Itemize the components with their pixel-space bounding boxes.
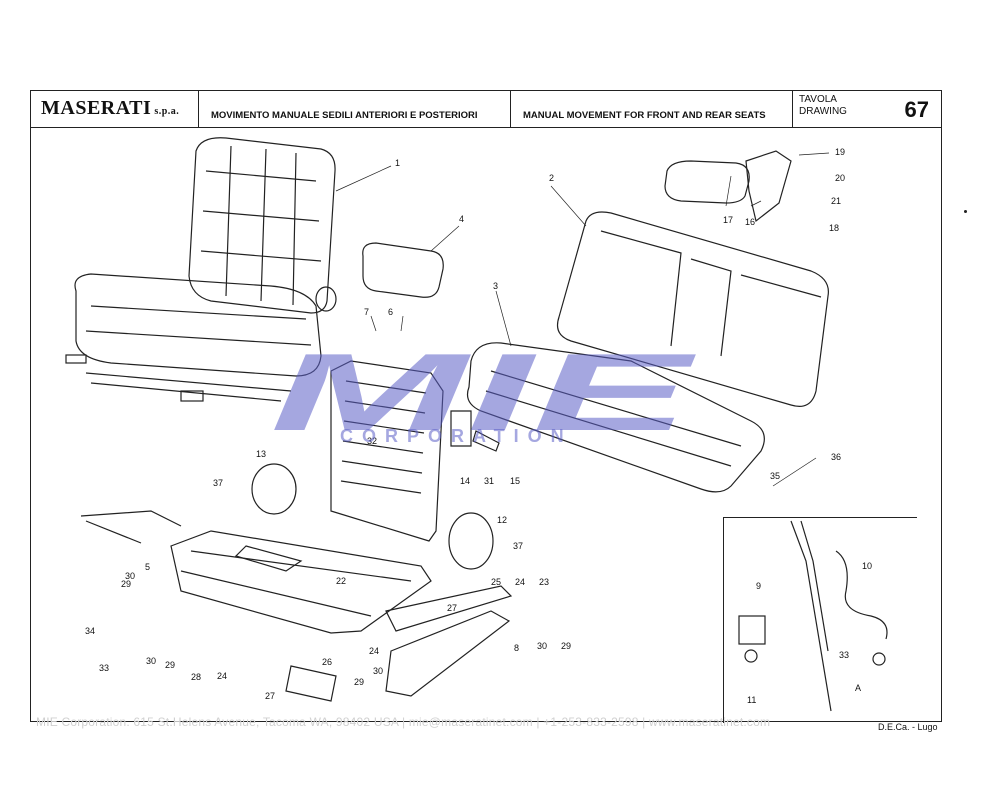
callout-17: 17 bbox=[723, 215, 733, 225]
callout-11: 11 bbox=[747, 695, 756, 705]
brand-name: MASERATI bbox=[41, 97, 152, 119]
callout-24-b: 24 bbox=[369, 646, 379, 656]
callout-29-d: 29 bbox=[354, 677, 364, 687]
callout-30-c: 30 bbox=[537, 641, 547, 651]
rail-parts-drawing bbox=[80, 410, 513, 702]
drawing-number: 67 bbox=[904, 97, 929, 122]
callout-29-b: 29 bbox=[165, 660, 175, 670]
callout-6: 6 bbox=[388, 307, 393, 317]
title-it-cell: MOVIMENTO MANUALE SEDILI ANTERIORI E POS… bbox=[199, 91, 511, 127]
callout-37-a: 37 bbox=[213, 478, 223, 488]
armrest-drawing bbox=[664, 150, 792, 223]
stray-mark bbox=[964, 210, 967, 213]
callout-25: 25 bbox=[491, 577, 501, 587]
exploded-parts-diagram: 1 2 3 4 5 6 7 8 9 10 11 12 13 14 15 16 1… bbox=[65, 137, 888, 712]
brand-suffix: s.p.a. bbox=[154, 106, 180, 117]
seat-frame-drawing bbox=[170, 360, 494, 634]
callout-7: 7 bbox=[364, 307, 369, 317]
callout-33-b: 33 bbox=[839, 650, 849, 660]
inset-detail-frame bbox=[723, 517, 917, 723]
callout-21: 21 bbox=[831, 196, 841, 206]
title-italian: MOVIMENTO MANUALE SEDILI ANTERIORI E POS… bbox=[211, 110, 478, 121]
callout-27-a: 27 bbox=[447, 603, 457, 613]
title-english: MANUAL MOVEMENT FOR FRONT AND REAR SEATS bbox=[523, 110, 766, 121]
drawing-cell: TAVOLA DRAWING 67 bbox=[793, 91, 943, 127]
callout-9: 9 bbox=[756, 581, 761, 591]
callout-29-c: 29 bbox=[561, 641, 571, 651]
callout-30-b: 30 bbox=[146, 656, 156, 666]
callout-10: 10 bbox=[862, 561, 872, 571]
footer-contact: MIE Corporation. 615 St.Helens Avenue, T… bbox=[36, 715, 771, 729]
headrest-drawing bbox=[362, 242, 444, 298]
callout-22: 22 bbox=[336, 576, 346, 586]
inset-detail-drawing bbox=[738, 520, 888, 712]
callout-23: 23 bbox=[539, 577, 549, 587]
callout-24-c: 24 bbox=[217, 671, 227, 681]
callout-31: 31 bbox=[484, 476, 494, 486]
rear-seat-drawing bbox=[466, 211, 829, 493]
callout-20: 20 bbox=[835, 173, 845, 183]
tavola-label: TAVOLA bbox=[799, 94, 837, 105]
callout-12: 12 bbox=[497, 515, 507, 525]
drawing-credit: D.E.Ca. - Lugo bbox=[878, 722, 938, 732]
callout-34: 34 bbox=[85, 626, 95, 636]
callout-32: 32 bbox=[367, 436, 377, 446]
callout-4: 4 bbox=[459, 214, 464, 224]
callout-24-a: 24 bbox=[515, 577, 525, 587]
callout-18: 18 bbox=[829, 223, 839, 233]
callout-29-a: 29 bbox=[121, 579, 131, 589]
callout-14: 14 bbox=[460, 476, 470, 486]
callout-5: 5 bbox=[145, 562, 150, 572]
callout-2: 2 bbox=[549, 173, 554, 183]
callout-37-b: 37 bbox=[513, 541, 523, 551]
callout-27-b: 27 bbox=[265, 691, 275, 701]
callout-15: 15 bbox=[510, 476, 520, 486]
leader-lines bbox=[335, 152, 830, 487]
callout-A: A bbox=[855, 683, 861, 693]
callout-3: 3 bbox=[493, 281, 498, 291]
callout-13: 13 bbox=[256, 449, 266, 459]
callout-33-a: 33 bbox=[99, 663, 109, 673]
callout-8: 8 bbox=[514, 643, 519, 653]
callout-28: 28 bbox=[191, 672, 201, 682]
drawing-label: DRAWING bbox=[799, 106, 847, 117]
callout-36: 36 bbox=[831, 452, 841, 462]
callout-30-a: 30 bbox=[125, 571, 135, 581]
callout-16: 16 bbox=[745, 217, 755, 227]
callout-26: 26 bbox=[322, 657, 332, 667]
callout-1: 1 bbox=[395, 158, 400, 168]
callout-35: 35 bbox=[770, 471, 780, 481]
front-seat-drawing bbox=[65, 137, 337, 402]
title-en-cell: MANUAL MOVEMENT FOR FRONT AND REAR SEATS bbox=[511, 91, 793, 127]
callout-19: 19 bbox=[835, 147, 845, 157]
callout-30-d: 30 bbox=[373, 666, 383, 676]
